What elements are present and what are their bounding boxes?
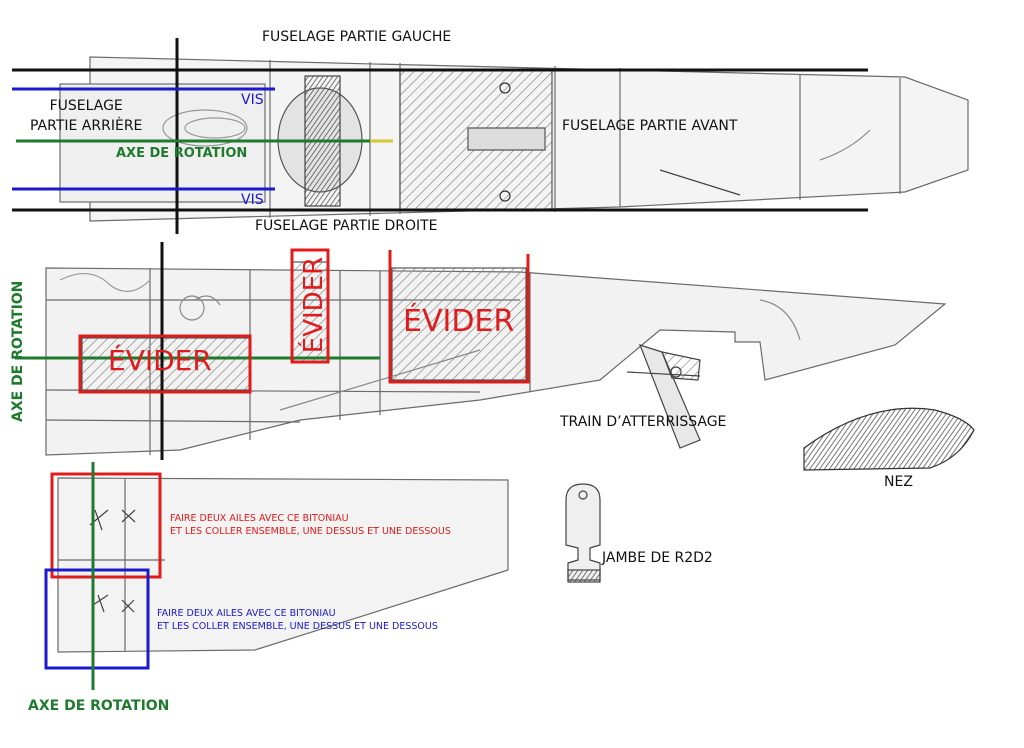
- rotation-axis-label-vertical: AXE DE ROTATION: [10, 280, 26, 422]
- landing-gear-label: TRAIN D’ATTERRISSAGE: [560, 414, 727, 430]
- landing-gear: [626, 344, 701, 449]
- r2d2-leg-part: [565, 483, 601, 583]
- rotation-axis-label-bottom: AXE DE ROTATION: [28, 698, 170, 714]
- wing-boxes: [44, 472, 162, 670]
- wing-part: [57, 477, 509, 653]
- nose-label: NEZ: [884, 474, 913, 490]
- screw-lines: [12, 87, 275, 191]
- fuselage-rear-part-label: FUSELAGE PARTIE ARRIÈRE: [30, 98, 143, 134]
- screw-label-top: VIS: [241, 92, 264, 108]
- screw-label-bottom: VIS: [241, 192, 264, 208]
- wing-note-blue: FAIRE DEUX AILES AVEC CE BITONIAU ET LES…: [157, 608, 438, 632]
- fuselage-top-view: [59, 56, 969, 222]
- fuselage-right-part-label: FUSELAGE PARTIE DROITE: [255, 218, 438, 234]
- nose-part: [803, 407, 975, 471]
- wing-note-red: FAIRE DEUX AILES AVEC CE BITONIAU ET LES…: [170, 513, 451, 537]
- evider-label-rear: ÉVIDER: [108, 344, 212, 377]
- fuselage-front-part-label: FUSELAGE PARTIE AVANT: [562, 118, 738, 134]
- evider-boxes: [78, 248, 530, 394]
- evider-label-cockpit: ÉVIDER: [403, 304, 515, 339]
- evider-label-vertical: ÉVIDER: [299, 256, 330, 354]
- rotation-axis-label-top: AXE DE ROTATION: [116, 146, 248, 161]
- r2d2-leg-label: JAMBE DE R2D2: [602, 550, 713, 566]
- fuselage-side-view: [45, 261, 947, 456]
- fuselage-left-part-label: FUSELAGE PARTIE GAUCHE: [262, 29, 452, 45]
- top-view-guides: [12, 38, 868, 234]
